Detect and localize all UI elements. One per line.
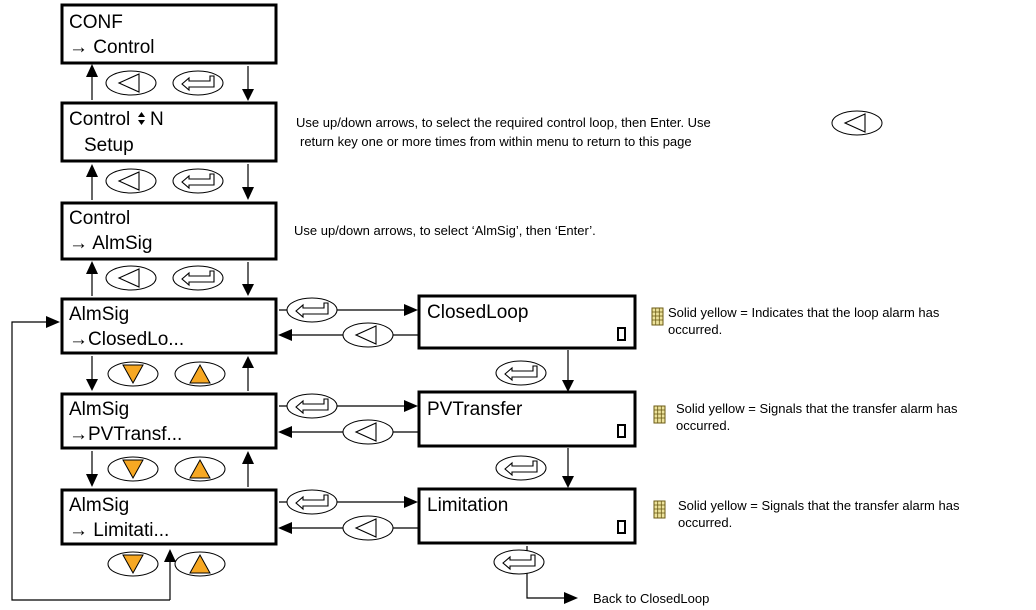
display-almsig-closedloop-line1: AlmSig <box>69 304 129 325</box>
display-almsig-pvtransfer: AlmSig →PVTransf... <box>60 392 278 450</box>
enter-key-icon[interactable] <box>286 393 338 419</box>
display-almsig-limitation-line1: AlmSig <box>69 495 129 516</box>
display-control-almsig-line1: Control <box>69 208 130 229</box>
return-arrow-key-icon[interactable] <box>342 515 394 541</box>
connector-closedloop-pvtransfer <box>86 356 254 391</box>
display-control-n-suffix: N <box>150 109 164 130</box>
note-closedloop-line2: occurred. <box>668 322 722 337</box>
enter-key-icon[interactable] <box>172 265 224 291</box>
return-arrow-key-icon[interactable] <box>342 322 394 348</box>
connector-conf-control <box>86 64 254 101</box>
down-arrow-key-icon[interactable] <box>107 456 159 482</box>
note-limitation-line1: Solid yellow = Signals that the transfer… <box>678 498 960 513</box>
enter-key-icon[interactable] <box>495 360 547 386</box>
display-control-n-line2: Setup <box>84 135 134 156</box>
down-arrow-key-icon[interactable] <box>107 361 159 387</box>
up-arrow-key-icon[interactable] <box>174 361 226 387</box>
cursor-block-icon <box>617 424 626 438</box>
display-conf-line2: → Control <box>69 37 155 58</box>
connector-control-almsig <box>86 164 254 200</box>
display-control-almsig-line2: → AlmSig <box>69 233 152 254</box>
up-down-arrows-icon <box>138 112 145 125</box>
display-pvtransfer: PVTransfer <box>417 390 637 448</box>
note-closedloop-line1: Solid yellow = Indicates that the loop a… <box>668 305 940 320</box>
display-closedloop-title: ClosedLoop <box>427 302 528 323</box>
display-control-n-line1: Control <box>69 109 130 130</box>
display-almsig-pvtransfer-line1: AlmSig <box>69 399 129 420</box>
note-select-almsig: Use up/down arrows, to select ‘AlmSig’, … <box>294 223 596 238</box>
cursor-block-icon <box>617 520 626 534</box>
return-arrow-key-icon[interactable] <box>105 265 157 291</box>
display-almsig-closedloop-line2: →ClosedLo... <box>69 329 184 350</box>
note-select-loop-line1: Use up/down arrows, to select the requir… <box>296 115 711 130</box>
down-arrow-key-icon[interactable] <box>107 551 159 577</box>
display-almsig-pvtransfer-line2: →PVTransf... <box>69 424 182 445</box>
return-arrow-key-icon[interactable] <box>342 419 394 445</box>
display-control-n: Control N Setup <box>60 101 278 163</box>
connector-almsig-closedloop <box>86 261 254 296</box>
return-arrow-key-icon[interactable] <box>105 70 157 96</box>
display-almsig-limitation-line2: → Limitati... <box>69 520 169 541</box>
back-to-closedloop-label: Back to ClosedLoop <box>593 591 709 606</box>
connector-pvtransfer-limitation <box>86 451 254 487</box>
note-select-loop-line2: return key one or more times from within… <box>300 134 692 149</box>
display-pvtransfer-title: PVTransfer <box>427 399 523 420</box>
up-arrow-key-icon[interactable] <box>174 456 226 482</box>
display-conf-line1: CONF <box>69 12 123 33</box>
display-almsig-limitation: AlmSig → Limitati... <box>60 488 278 546</box>
yellow-led-icon <box>651 307 664 326</box>
note-pvtransfer-line1: Solid yellow = Signals that the transfer… <box>676 401 958 416</box>
display-conf: CONF → Control <box>60 3 278 65</box>
return-arrow-key-icon[interactable] <box>105 168 157 194</box>
yellow-led-icon <box>653 500 666 519</box>
cursor-block-icon <box>617 327 626 341</box>
connector-pvtransfer-to-limitation <box>562 448 574 488</box>
enter-key-icon[interactable] <box>286 489 338 515</box>
wrap-back-loop-connector <box>11 316 176 601</box>
enter-key-icon[interactable] <box>286 297 338 323</box>
display-limitation: Limitation <box>417 487 637 545</box>
display-control-almsig: Control → AlmSig <box>60 201 278 261</box>
enter-key-icon[interactable] <box>172 70 224 96</box>
yellow-led-icon <box>653 405 666 424</box>
note-limitation-line2: occurred. <box>678 515 732 530</box>
note-pvtransfer-line2: occurred. <box>676 418 730 433</box>
display-limitation-title: Limitation <box>427 495 508 516</box>
enter-key-icon[interactable] <box>172 168 224 194</box>
return-arrow-key-icon <box>831 110 883 136</box>
up-arrow-key-icon[interactable] <box>174 551 226 577</box>
enter-key-icon[interactable] <box>493 549 545 575</box>
enter-key-icon[interactable] <box>495 455 547 481</box>
connector-closedloop-to-pvtransfer <box>562 350 574 392</box>
display-almsig-closedloop: AlmSig →ClosedLo... <box>60 297 278 355</box>
display-closedloop: ClosedLoop <box>417 294 637 350</box>
